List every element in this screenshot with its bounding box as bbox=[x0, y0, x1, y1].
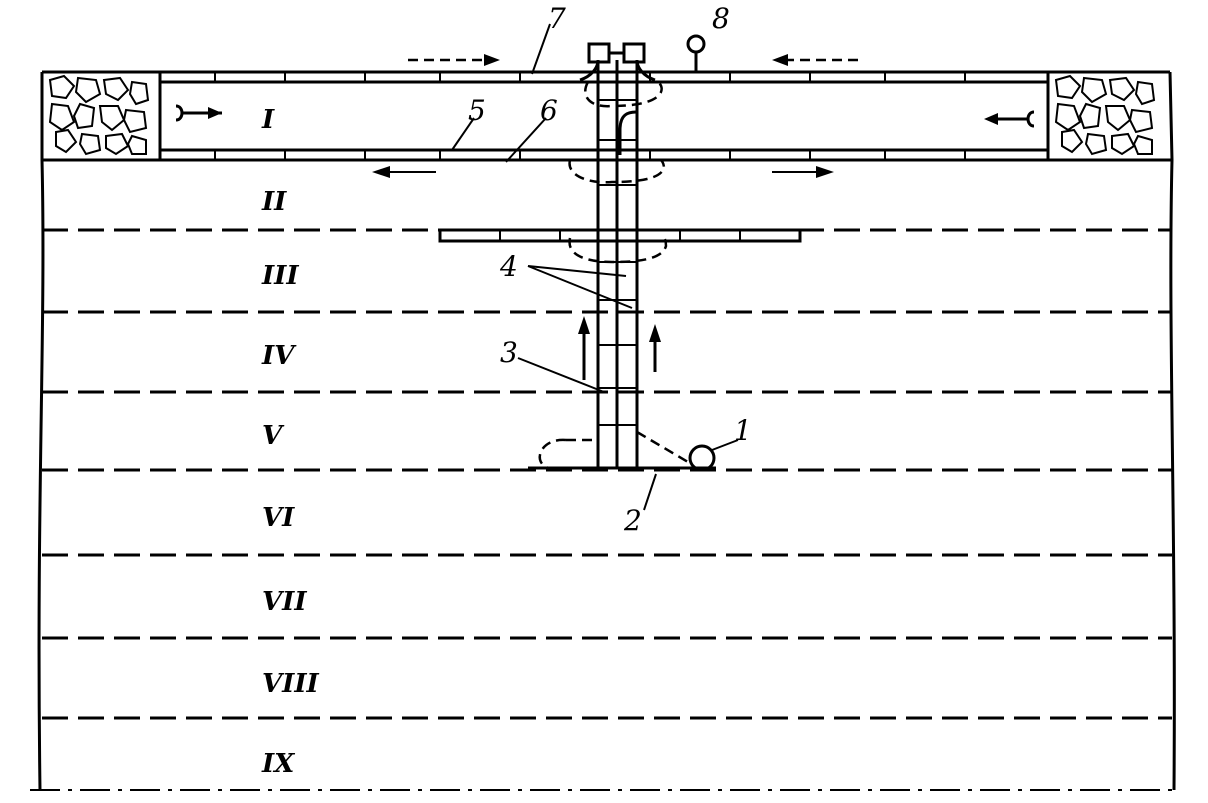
shaft bbox=[579, 42, 656, 468]
flow-arrow-top-right bbox=[408, 54, 500, 66]
pump-circle bbox=[688, 444, 716, 472]
callout-8: 8 bbox=[712, 2, 730, 35]
callout-7: 7 bbox=[548, 2, 566, 35]
side-drift bbox=[438, 228, 802, 243]
layer-label-VI: VI bbox=[262, 503, 295, 533]
layer-label-IV: IV bbox=[261, 341, 297, 371]
layer-I-chamber bbox=[158, 72, 1050, 160]
callout-5: 5 bbox=[468, 94, 486, 127]
callout-1: 1 bbox=[734, 414, 752, 447]
rubble-right bbox=[1054, 74, 1156, 156]
layer-label-I: I bbox=[261, 105, 275, 135]
shaft-sumps bbox=[568, 80, 668, 264]
rubble-left bbox=[48, 74, 150, 156]
sensor-8 bbox=[686, 34, 706, 74]
layer-boundaries bbox=[42, 228, 1172, 720]
layer-label-III: III bbox=[261, 261, 299, 291]
shaft-base bbox=[528, 430, 716, 470]
layer-label-VIII: VIII bbox=[262, 669, 319, 699]
layer-label-VII: VII bbox=[262, 587, 307, 617]
section-boundary bbox=[30, 70, 1180, 791]
flow-arrow-bottom-left bbox=[372, 166, 436, 178]
layer-labels: I II III IV V VI VII VIII IX bbox=[261, 105, 319, 779]
layer-label-II: II bbox=[261, 187, 287, 217]
upflow-arrows bbox=[578, 316, 661, 380]
callout-3: 3 bbox=[500, 336, 518, 369]
layer-label-V: V bbox=[262, 421, 285, 451]
leader-lines bbox=[451, 23, 739, 511]
layer-label-IX: IX bbox=[261, 749, 296, 779]
callout-4: 4 bbox=[499, 250, 518, 283]
flow-arrow-top-left bbox=[772, 54, 858, 66]
callout-6: 6 bbox=[540, 94, 558, 127]
flow-marker-left bbox=[175, 104, 222, 122]
callout-2: 2 bbox=[623, 504, 642, 537]
callout-labels: 1 2 3 4 5 6 7 8 bbox=[468, 2, 752, 537]
flow-arrow-bottom-right bbox=[772, 166, 834, 178]
flow-marker-right bbox=[984, 110, 1035, 128]
